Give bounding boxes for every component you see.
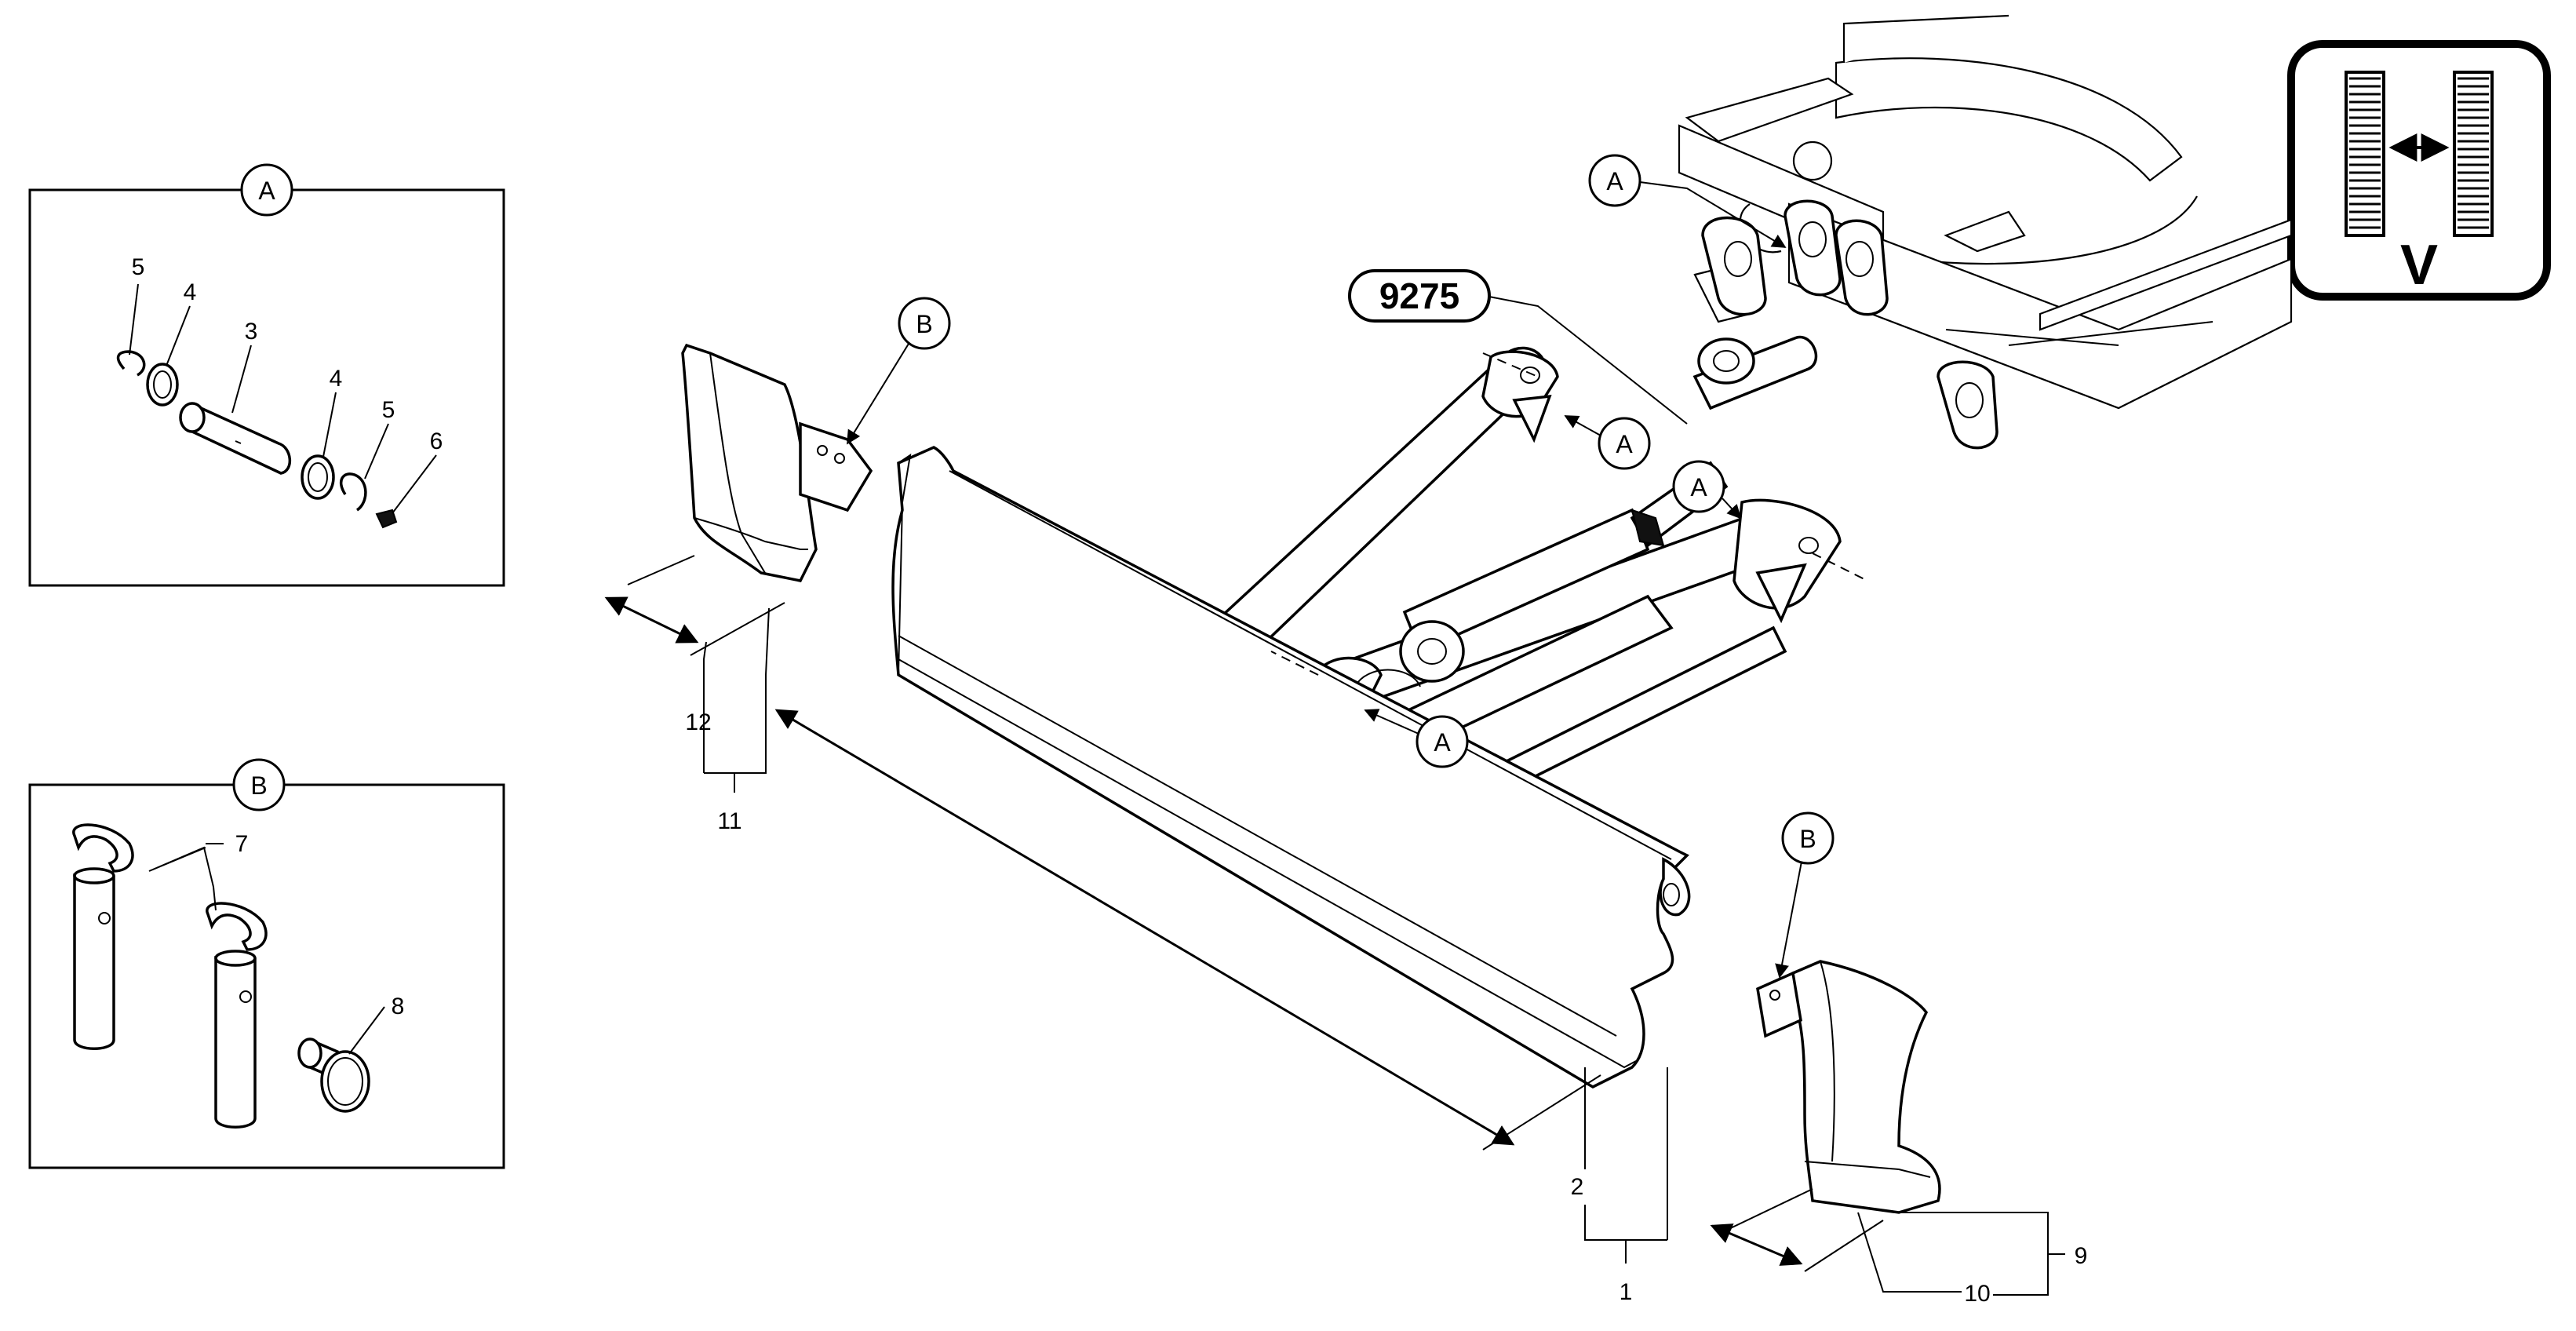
svg-text:5: 5: [132, 254, 145, 280]
pin-part: [179, 402, 292, 475]
svg-text:6: 6: [430, 428, 443, 454]
view-letter: V: [2400, 234, 2438, 297]
svg-text:1: 1: [1620, 1279, 1633, 1305]
svg-text:B: B: [916, 310, 932, 338]
blade-width-dimension: [774, 709, 1515, 1146]
view-indicator-badge: V: [2287, 40, 2551, 301]
detail-a-panel: A 5 4 3 4: [28, 163, 505, 587]
tag-a-bottom: A: [1364, 709, 1469, 768]
detail-b-panel: B 7 8: [28, 758, 505, 1169]
svg-text:8: 8: [392, 994, 405, 1019]
tag-a-cylinder-head: A: [1564, 415, 1651, 470]
tag-a-arm-right: A: [1672, 460, 1742, 520]
track-right-icon: [2453, 71, 2494, 237]
end-bit-right-width-dimension: [1710, 1223, 1803, 1266]
svg-text:B: B: [1799, 825, 1816, 853]
svg-text:A: A: [1616, 430, 1633, 458]
undercarriage-frame: [1678, 14, 2293, 410]
lift-cylinder: [1317, 335, 1818, 709]
svg-text:5: 5: [382, 397, 395, 423]
svg-text:7: 7: [235, 831, 249, 857]
svg-text:A: A: [258, 177, 275, 205]
clip-part: [297, 1037, 370, 1113]
svg-text:B: B: [250, 771, 267, 800]
svg-text:12: 12: [685, 709, 711, 735]
lock-pin-right: [206, 902, 268, 1129]
washer-left: [146, 363, 179, 407]
tag-a-top: A: [1588, 154, 1787, 248]
detail-b-tag: B: [232, 758, 286, 811]
svg-text:4: 4: [330, 366, 343, 392]
washer-right: [301, 454, 335, 500]
svg-text:4: 4: [184, 279, 197, 305]
svg-text:A: A: [1606, 167, 1623, 195]
detail-a-tag: A: [240, 163, 293, 217]
push-arm-left: [1197, 346, 1559, 662]
retaining-ring-left: [116, 350, 146, 377]
tag-b-left: B: [847, 297, 951, 445]
svg-text:3: 3: [245, 319, 258, 345]
end-bit-left: [681, 343, 873, 582]
tag-b-right: B: [1775, 811, 1835, 979]
svg-text:11: 11: [717, 808, 741, 834]
end-bit-right: [1756, 960, 1941, 1214]
svg-text:A: A: [1690, 473, 1707, 501]
lock-pin-left: [72, 823, 134, 1050]
svg-text:10: 10: [1964, 1281, 1990, 1307]
track-left-icon: [2345, 71, 2385, 237]
svg-text:A: A: [1434, 728, 1451, 757]
svg-text:9: 9: [2075, 1243, 2088, 1269]
retaining-ring-right: [340, 472, 367, 512]
svg-text:9275: 9275: [1379, 275, 1459, 316]
end-bit-left-width-dimension: [604, 596, 699, 644]
svg-text:2: 2: [1571, 1174, 1584, 1200]
reference-code-label: 9275: [1348, 269, 1688, 425]
grease-fitting: [375, 509, 398, 529]
undercarriage-lugs: [1701, 199, 1998, 450]
